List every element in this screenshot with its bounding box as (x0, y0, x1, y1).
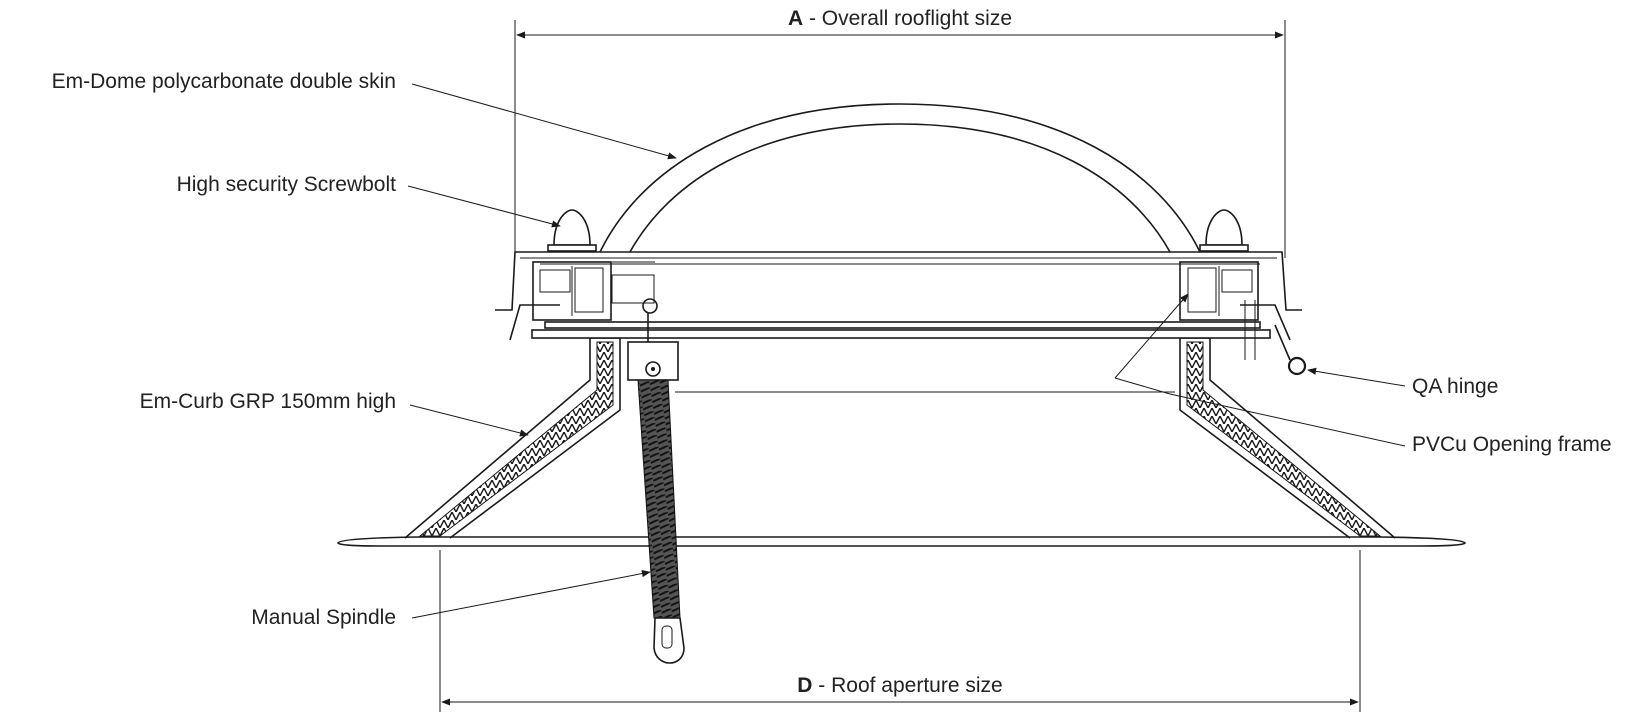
spindle-label: Manual Spindle (251, 606, 396, 629)
pvcu-frame-left (509, 261, 655, 341)
dome-label: Em-Dome polycarbonate double skin (52, 70, 396, 93)
dome-double-skin (599, 103, 1201, 253)
curb-label: Em-Curb GRP 150mm high (140, 390, 396, 413)
overall-dimension: A - Overall rooflight size (514, 7, 1286, 258)
aperture-dimension: D - Roof aperture size (439, 550, 1361, 712)
overall-dimension-label: A - Overall rooflight size (788, 7, 1012, 30)
pvcu-frame-right (1179, 261, 1291, 360)
screwbolt-label: High security Screwbolt (177, 173, 397, 196)
screwbolt-left (547, 209, 597, 252)
hinge-label: QA hinge (1412, 375, 1498, 398)
curb-base-flange (337, 536, 1466, 547)
opening-frame-label: PVCu Opening frame (1412, 433, 1612, 456)
dome-flange (495, 251, 1302, 311)
screwbolt-right (1199, 209, 1249, 252)
upstand-plate (531, 321, 1271, 339)
qa-hinge (1274, 324, 1307, 376)
manual-spindle (627, 298, 685, 664)
leader-lines (407, 83, 1406, 619)
aperture-dimension-label: D - Roof aperture size (797, 674, 1002, 697)
curb-left-wall (404, 337, 621, 539)
curb-right-wall (1179, 337, 1396, 539)
